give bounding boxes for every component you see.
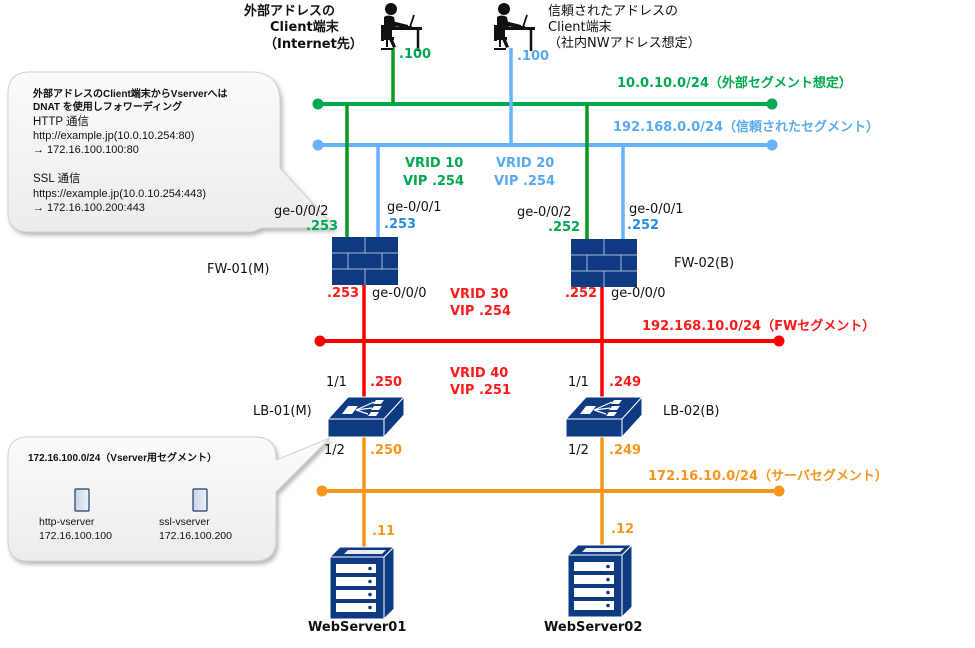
lb02-port-up: 1/1 bbox=[568, 375, 589, 390]
fw01-if-inner: ge-0/0/0 bbox=[372, 286, 427, 301]
load-balancer-icon-lb02 bbox=[565, 396, 643, 438]
segment-fw-line bbox=[314, 335, 785, 347]
fw02-ip-inner: .252 bbox=[565, 286, 598, 301]
vserver-ssl-icon bbox=[192, 488, 208, 512]
web02-name: WebServer02 bbox=[544, 620, 643, 635]
firewall-icon-fw02 bbox=[570, 238, 638, 288]
vrid20-vip: VIP .254 bbox=[494, 174, 556, 189]
lb01-ip-down: .250 bbox=[370, 443, 403, 458]
lb02-port-down: 1/2 bbox=[568, 443, 589, 458]
load-balancer-icon-lb01 bbox=[327, 396, 405, 438]
fw01-ip-ext: .253 bbox=[306, 219, 339, 234]
fw01-name: FW-01(M) bbox=[207, 262, 270, 277]
callout-dnat-ssl-dst: → 172.16.100.200:443 bbox=[33, 202, 145, 214]
fw01-ip-trust: .253 bbox=[384, 217, 417, 232]
callout-dnat-title-2: DNAT を使用しフォワーディング bbox=[33, 102, 183, 113]
lb01-name: LB-01(M) bbox=[253, 404, 312, 419]
client-external-ip: .100 bbox=[399, 47, 432, 62]
lb01-ip-up: .250 bbox=[370, 375, 403, 390]
fw01-if-trust: ge-0/0/1 bbox=[387, 200, 442, 215]
fw01-if-ext: ge-0/0/2 bbox=[274, 204, 329, 219]
segment-server-label: 172.16.10.0/24（サーバセグメント） bbox=[648, 469, 888, 484]
segment-trusted-line bbox=[312, 139, 778, 151]
person-at-desk-icon-external bbox=[379, 1, 424, 53]
vrid20-id: VRID 20 bbox=[496, 156, 555, 171]
callout-dnat-http-label: HTTP 通信 bbox=[33, 116, 90, 128]
segment-server-line bbox=[316, 485, 785, 497]
web01-ip: .11 bbox=[372, 524, 396, 539]
firewall-icon-fw01 bbox=[331, 236, 399, 286]
vrid30-vip: VIP .254 bbox=[450, 304, 512, 319]
callout-dnat-ssl-src: https://example.jp(10.0.10.254:443) bbox=[33, 188, 207, 200]
fw02-if-ext: ge-0/0/2 bbox=[517, 205, 572, 220]
callout-dnat-shape bbox=[7, 71, 337, 233]
vserver-http-name: http-vserver bbox=[39, 516, 95, 528]
lb01-port-up: 1/1 bbox=[326, 375, 347, 390]
callout-dnat-ssl-label: SSL 通信 bbox=[33, 173, 81, 185]
fw02-if-inner: ge-0/0/0 bbox=[611, 286, 666, 301]
callout-vserver-title: 172.16.100.0/24（Vserver用セグメント） bbox=[28, 453, 217, 464]
client-external-label-3: （Internet先） bbox=[264, 37, 363, 52]
web01-name: WebServer01 bbox=[308, 620, 407, 635]
fw02-name: FW-02(B) bbox=[674, 256, 735, 271]
vrid40-vip: VIP .251 bbox=[450, 383, 512, 398]
web02-ip: .12 bbox=[611, 522, 635, 537]
client-trusted-label-3: （社内NWアドレス想定） bbox=[548, 36, 701, 51]
server-icon-web01 bbox=[329, 546, 395, 620]
vserver-ssl-name: ssl-vserver bbox=[159, 516, 210, 528]
callout-vserver-shape bbox=[7, 436, 331, 562]
lb01-port-down: 1/2 bbox=[324, 443, 345, 458]
vserver-http-icon bbox=[74, 488, 90, 512]
lb02-ip-down: .249 bbox=[609, 443, 642, 458]
fw02-ip-trust: .252 bbox=[627, 218, 660, 233]
person-at-desk-icon-trusted bbox=[492, 1, 537, 53]
client-trusted-label-1: 信頼されたアドレスの bbox=[548, 4, 679, 19]
segment-external-label: 10.0.10.0/24（外部セグメント想定） bbox=[617, 76, 852, 91]
fw02-if-trust: ge-0/0/1 bbox=[629, 202, 684, 217]
vrid30-id: VRID 30 bbox=[450, 287, 509, 302]
vserver-http-ip: 172.16.100.100 bbox=[39, 530, 112, 542]
server-icon-web02 bbox=[567, 544, 633, 618]
callout-dnat-http-src: http://example.jp(10.0.10.254:80) bbox=[33, 130, 195, 142]
callout-dnat-title-1: 外部アドレスのClient端末からVserverへは bbox=[33, 89, 228, 100]
client-trusted-ip: .100 bbox=[517, 49, 550, 64]
vrid40-id: VRID 40 bbox=[450, 366, 509, 381]
callout-dnat-http-dst: → 172.16.100.100:80 bbox=[33, 144, 139, 156]
client-trusted-label-2: Client端末 bbox=[548, 20, 612, 35]
fw01-ip-inner: .253 bbox=[327, 286, 360, 301]
vrid10-vip: VIP .254 bbox=[403, 174, 465, 189]
segment-fw-label: 192.168.10.0/24（FWセグメント） bbox=[642, 319, 876, 334]
lb02-name: LB-02(B) bbox=[663, 404, 720, 419]
fw02-ip-ext: .252 bbox=[548, 220, 581, 235]
lb02-ip-up: .249 bbox=[609, 375, 642, 390]
client-external-label-2: Client端末 bbox=[270, 20, 339, 35]
segment-external-line bbox=[312, 98, 778, 110]
client-external-label-1: 外部アドレスの bbox=[244, 4, 336, 19]
segment-trusted-label: 192.168.0.0/24（信頼されたセグメント） bbox=[613, 120, 880, 135]
vserver-ssl-ip: 172.16.100.200 bbox=[159, 530, 232, 542]
vrid10-id: VRID 10 bbox=[405, 156, 464, 171]
